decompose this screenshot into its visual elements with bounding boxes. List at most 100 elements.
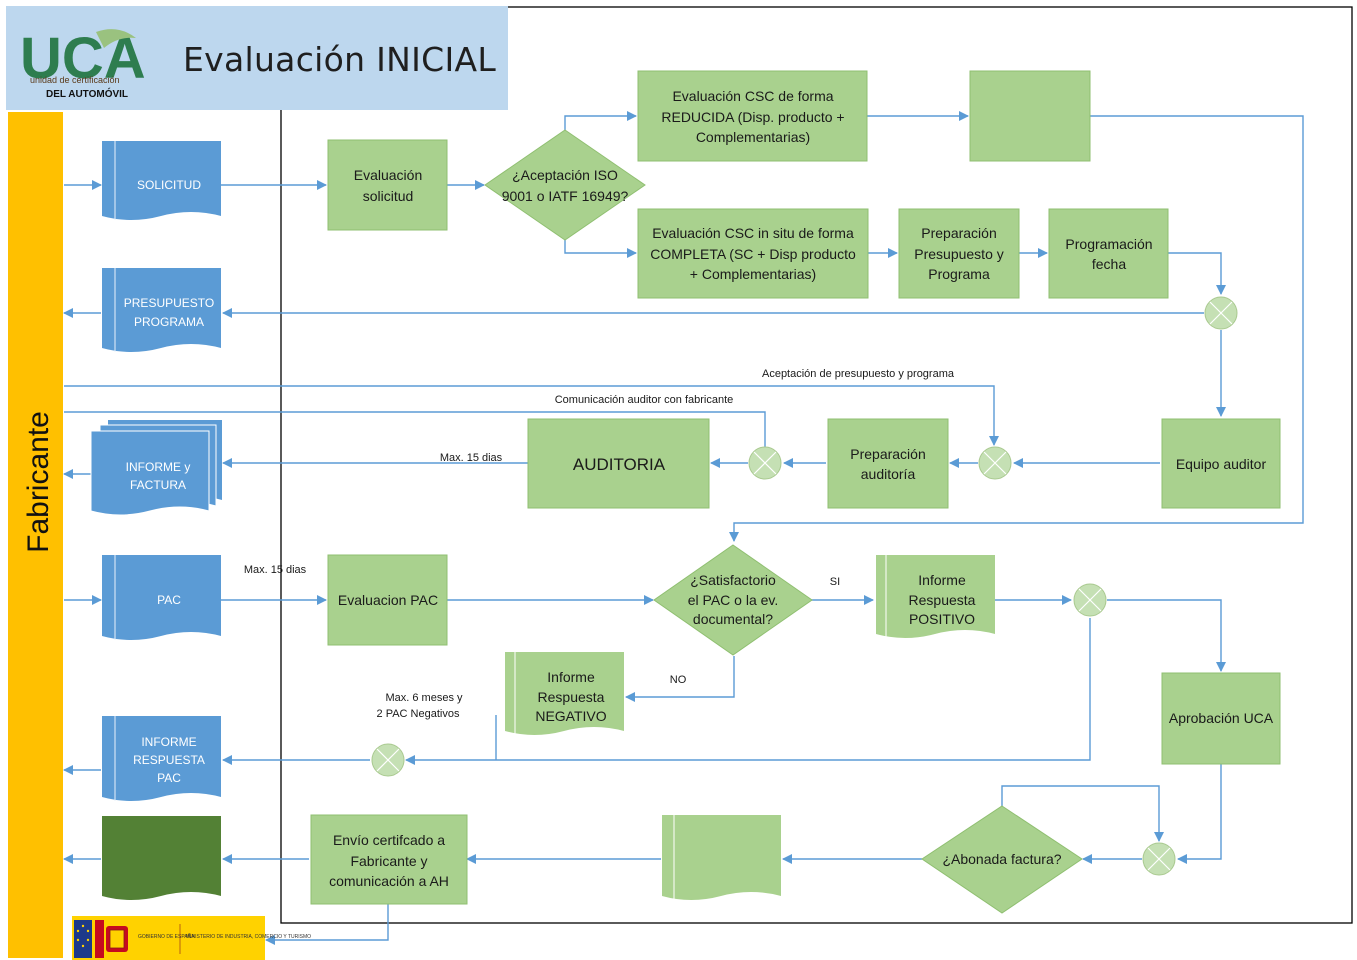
process-frame — [280, 6, 1353, 924]
eval-completa-line-1: Evaluación CSC in situ de forma — [652, 225, 854, 241]
arrow-decision-to-reducida — [564, 111, 637, 130]
label-comunicacion-auditor: Comunicación auditor con fabricante — [555, 394, 734, 406]
document-informe-positivo — [876, 555, 995, 638]
eval-reducida-line-3: Complementarias) — [696, 129, 810, 145]
page-title: Evaluación INICIAL — [183, 40, 497, 79]
arrow-junction4-to-aprobacion — [1107, 599, 1226, 672]
process-evaluacion-pac — [327, 554, 448, 646]
informe-pac-label-2: RESPUESTA — [133, 753, 205, 767]
aceptacion-iso-line-2: 9001 o IATF 16949? — [502, 188, 629, 204]
document-solicitud: SOLICITUD — [102, 141, 221, 220]
junction-5 — [371, 743, 405, 777]
decision-abonada-factura — [921, 805, 1083, 914]
equipo-auditor-label: Equipo auditor — [1176, 456, 1267, 472]
prep-auditoria-line-2: auditoría — [861, 466, 916, 482]
pac-label: PAC — [157, 593, 181, 607]
process-auditoria — [527, 418, 710, 509]
label-aceptacion-presupuesto: Aceptación de presupuesto y programa — [762, 368, 955, 380]
programacion-line-1: Programación — [1065, 236, 1152, 252]
document-factura-abonada — [662, 815, 781, 900]
connectors — [63, 111, 1304, 945]
arrow-satisfactorio-to-negativo — [625, 656, 735, 702]
junction-4 — [1073, 583, 1107, 617]
process-equipo-auditor — [1161, 418, 1281, 509]
informe-factura-label-2: FACTURA — [130, 478, 186, 492]
process-programacion-fecha — [1048, 208, 1169, 299]
label-max6-line-2: 2 PAC Negativos — [377, 708, 460, 720]
presupuesto-label-2: PROGRAMA — [134, 315, 204, 329]
process-preparacion-auditoria — [827, 418, 949, 509]
coat-of-arms-icon — [106, 926, 128, 952]
arrow-aprobacion-to-junction6 — [1177, 764, 1222, 864]
prep-presupuesto-line-3: Programa — [928, 266, 990, 282]
eu-flag-icon — [74, 920, 92, 958]
eval-solicitud-line-1: Evaluación — [354, 167, 423, 183]
envio-line-3: comunicación a AH — [329, 873, 449, 889]
process-evaluacion-solicitud — [327, 139, 448, 231]
negativo-line-3: NEGATIVO — [535, 708, 606, 724]
abonada-label: ¿Abonada factura? — [942, 851, 1061, 867]
document-informe-respuesta-pac: INFORME RESPUESTA PAC — [102, 716, 221, 801]
decision-satisfactorio — [653, 544, 813, 656]
satisfactorio-line-3: documental? — [693, 611, 773, 627]
evaluacion-pac-label: Evaluacion PAC — [338, 592, 438, 608]
label-max6-line-1: Max. 6 meses y — [385, 692, 463, 704]
spain-flag-icon — [95, 920, 104, 958]
process-evaluacion-completa — [637, 208, 869, 299]
leaf-icon — [96, 29, 136, 48]
document-informe-negativo — [505, 652, 624, 735]
arrow-envio-to-ministry — [265, 904, 389, 945]
fabricante-lane — [8, 112, 63, 958]
uca-logo-subtitle-1: unidad de certificación — [30, 75, 120, 85]
informe-factura-label-1: INFORME y — [126, 460, 191, 474]
eval-completa-line-2: COMPLETA (SC + Disp producto — [650, 246, 856, 262]
informe-pac-label-3: PAC — [157, 771, 181, 785]
arrow-junction4-to-junction5 — [405, 618, 1091, 765]
satisfactorio-line-2: el PAC o la ev. — [688, 592, 779, 608]
label-si: SI — [830, 576, 840, 588]
positivo-line-2: Respuesta — [909, 592, 976, 608]
eval-solicitud-line-2: solicitud — [363, 188, 414, 204]
arrow-abonada-loop — [1001, 785, 1164, 842]
process-envio-certificado — [310, 814, 468, 905]
arrow-aceptacion-presupuesto — [64, 385, 999, 446]
label-max15-pac: Max. 15 dias — [244, 564, 307, 576]
presupuesto-label-1: PRESUPUESTO — [124, 296, 214, 310]
auditoria-label: AUDITORIA — [573, 455, 666, 474]
arrow-decision-to-completa — [564, 240, 637, 258]
line-comunicacion-auditor — [64, 411, 766, 448]
arrow-programacion-to-junction — [1168, 252, 1226, 295]
aceptacion-iso-line-1: ¿Aceptación ISO — [512, 167, 618, 183]
ministry-logo: GOBIERNO DE ESPAÑA MINISTERIO DE INDUSTR… — [72, 916, 311, 960]
junction-1 — [1204, 296, 1238, 330]
envio-line-2: Fabricante y — [350, 853, 427, 869]
ministry-text: MINISTERIO DE INDUSTRIA, COMERCIO Y TURI… — [186, 934, 311, 940]
eval-reducida-line-1: Evaluación CSC de forma — [672, 88, 833, 104]
process-aprobacion-uca — [1161, 672, 1281, 765]
junction-6 — [1142, 842, 1176, 876]
positivo-line-1: Informe — [918, 572, 966, 588]
negativo-line-1: Informe — [547, 669, 595, 685]
header-banner — [6, 6, 508, 110]
label-max15-auditoria: Max. 15 dias — [440, 452, 503, 464]
document-informe-factura: INFORME y FACTURA — [90, 420, 222, 516]
process-empty-box — [969, 70, 1091, 162]
process-evaluacion-reducida — [637, 70, 868, 162]
process-preparacion-presupuesto — [898, 208, 1020, 299]
positivo-line-3: POSITIVO — [909, 611, 975, 627]
negativo-line-2: Respuesta — [538, 689, 605, 705]
solicitud-label: SOLICITUD — [137, 178, 201, 192]
junction-2 — [978, 446, 1012, 480]
junction-3 — [748, 446, 782, 480]
arrow-box-to-satisfactorio — [729, 115, 1304, 542]
programacion-line-2: fecha — [1092, 256, 1126, 272]
prep-presupuesto-line-2: Presupuesto y — [914, 246, 1004, 262]
informe-pac-label-1: INFORME — [141, 735, 196, 749]
satisfactorio-line-1: ¿Satisfactorio — [690, 572, 776, 588]
decision-aceptacion-iso — [484, 129, 646, 241]
document-presupuesto-programa: PRESUPUESTO PROGRAMA — [102, 268, 221, 352]
envio-line-1: Envío certifcado a — [333, 832, 445, 848]
document-pac: PAC — [102, 555, 221, 640]
prep-presupuesto-line-1: Preparación — [921, 225, 997, 241]
